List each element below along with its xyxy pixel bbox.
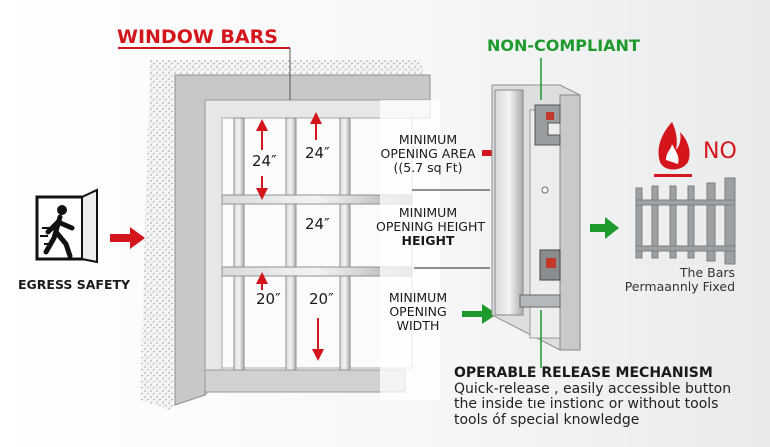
requirement-opening-width: MINIMUM OPENING WIDTH [378, 291, 458, 333]
caption-line: The Bars [679, 265, 735, 280]
no-label: NO [703, 139, 737, 164]
caption-line: Permaannly Fixed [624, 279, 735, 294]
requirement-line: OPENING AREA [380, 146, 476, 161]
window-bars [221, 117, 413, 371]
fixed-bars-caption: The Bars Permaannly Fixed [618, 266, 735, 294]
requirement-line: WIDTH [396, 318, 440, 333]
dimension-label: 24″ [305, 144, 330, 162]
compliance-status: NON-COMPLIANT [487, 36, 640, 55]
requirement-opening-height: MINIMUM OPENING HEIGHT HEIGHT [376, 205, 486, 248]
fixed-bars-icon [635, 177, 736, 265]
title: WINDOW BARS [117, 26, 278, 48]
release-mechanism-note: OPERABLE RELEASE MECHANISM Quick-release… [454, 365, 732, 429]
requirement-line: MINIMUM [388, 290, 448, 305]
release-body-line: the inside tıe instionc or without tools [454, 396, 719, 413]
dimension-label: 20″ [256, 290, 281, 308]
requirement-line: HEIGHT [401, 233, 455, 248]
frame-profile-cross-section [491, 84, 581, 351]
fire-icon [654, 122, 692, 177]
dimension-label: 24″ [305, 215, 330, 233]
green-arrow-icon [462, 304, 497, 324]
requirement-line: MINIMUM [398, 205, 458, 220]
green-arrow-icon [590, 217, 619, 239]
egress-safety-label: EGRESS SAFETY [18, 277, 131, 292]
dimension-label: 24″ [252, 152, 277, 170]
release-body-line: Quick-release , easily accessible button [454, 380, 732, 397]
requirement-line: ((5.7 sq Ft) [393, 160, 463, 175]
dimension-arrows [256, 112, 324, 361]
requirement-opening-area: MINIMUM OPENING AREA ((5.7 sq Ft) [378, 133, 478, 175]
requirement-line: MINIMUM [398, 132, 458, 147]
dimension-label: 20″ [309, 290, 334, 308]
red-arrow-icon [110, 227, 145, 249]
release-body-line: tools óf special knowledge [454, 412, 640, 429]
release-heading: OPERABLE RELEASE MECHANISM [454, 365, 713, 381]
requirement-line: OPENING [389, 304, 447, 319]
emergency-exit-icon [35, 188, 98, 264]
requirement-line: OPENING HEIGHT [376, 219, 486, 234]
fade-overlay [380, 100, 440, 400]
